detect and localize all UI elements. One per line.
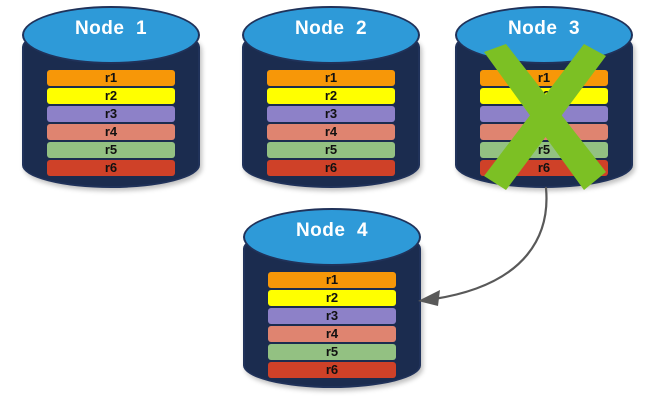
curved-arrow-icon [418,186,548,306]
row-list: r1 r2 r3 r4 r5 r6 [46,70,176,176]
row-item[interactable]: r3 [479,106,609,122]
cylinder-top [22,6,200,64]
row-item[interactable]: r6 [46,160,176,176]
node-title: Node 1 [74,18,148,39]
node-3[interactable]: Node 3 r1 r2 r3 r4 r5 r6 [455,6,633,188]
row-item[interactable]: r1 [267,272,397,288]
row-item[interactable]: r3 [267,308,397,324]
row-item[interactable]: r5 [479,142,609,158]
node-title: Node 2 [294,18,368,39]
node-1[interactable]: Node 1 r1 r2 r3 r4 r5 r6 [22,6,200,188]
node-title: Node 3 [507,18,581,39]
row-item[interactable]: r5 [46,142,176,158]
row-list: r1 r2 r3 r4 r5 r6 [266,70,396,176]
row-item[interactable]: r3 [46,106,176,122]
row-list: r1 r2 r3 r4 r5 r6 [267,272,397,378]
row-item[interactable]: r4 [479,124,609,140]
row-item[interactable]: r2 [267,290,397,306]
cylinder-top [243,208,421,266]
row-item[interactable]: r2 [266,88,396,104]
node-2[interactable]: Node 2 r1 r2 r3 r4 r5 r6 [242,6,420,188]
cylinder-top [242,6,420,64]
row-item[interactable]: r6 [479,160,609,176]
row-item[interactable]: r5 [267,344,397,360]
row-item[interactable]: r4 [46,124,176,140]
row-item[interactable]: r4 [267,326,397,342]
row-item[interactable]: r1 [479,70,609,86]
row-list: r1 r2 r3 r4 r5 r6 [479,70,609,176]
row-item[interactable]: r1 [266,70,396,86]
row-item[interactable]: r2 [46,88,176,104]
row-item[interactable]: r5 [266,142,396,158]
row-item[interactable]: r6 [267,362,397,378]
row-item[interactable]: r3 [266,106,396,122]
node-4[interactable]: Node 4 r1 r2 r3 r4 r5 r6 [243,208,421,388]
row-item[interactable]: r2 [479,88,609,104]
row-item[interactable]: r6 [266,160,396,176]
node-title: Node 4 [295,220,369,241]
row-item[interactable]: r4 [266,124,396,140]
row-item[interactable]: r1 [46,70,176,86]
